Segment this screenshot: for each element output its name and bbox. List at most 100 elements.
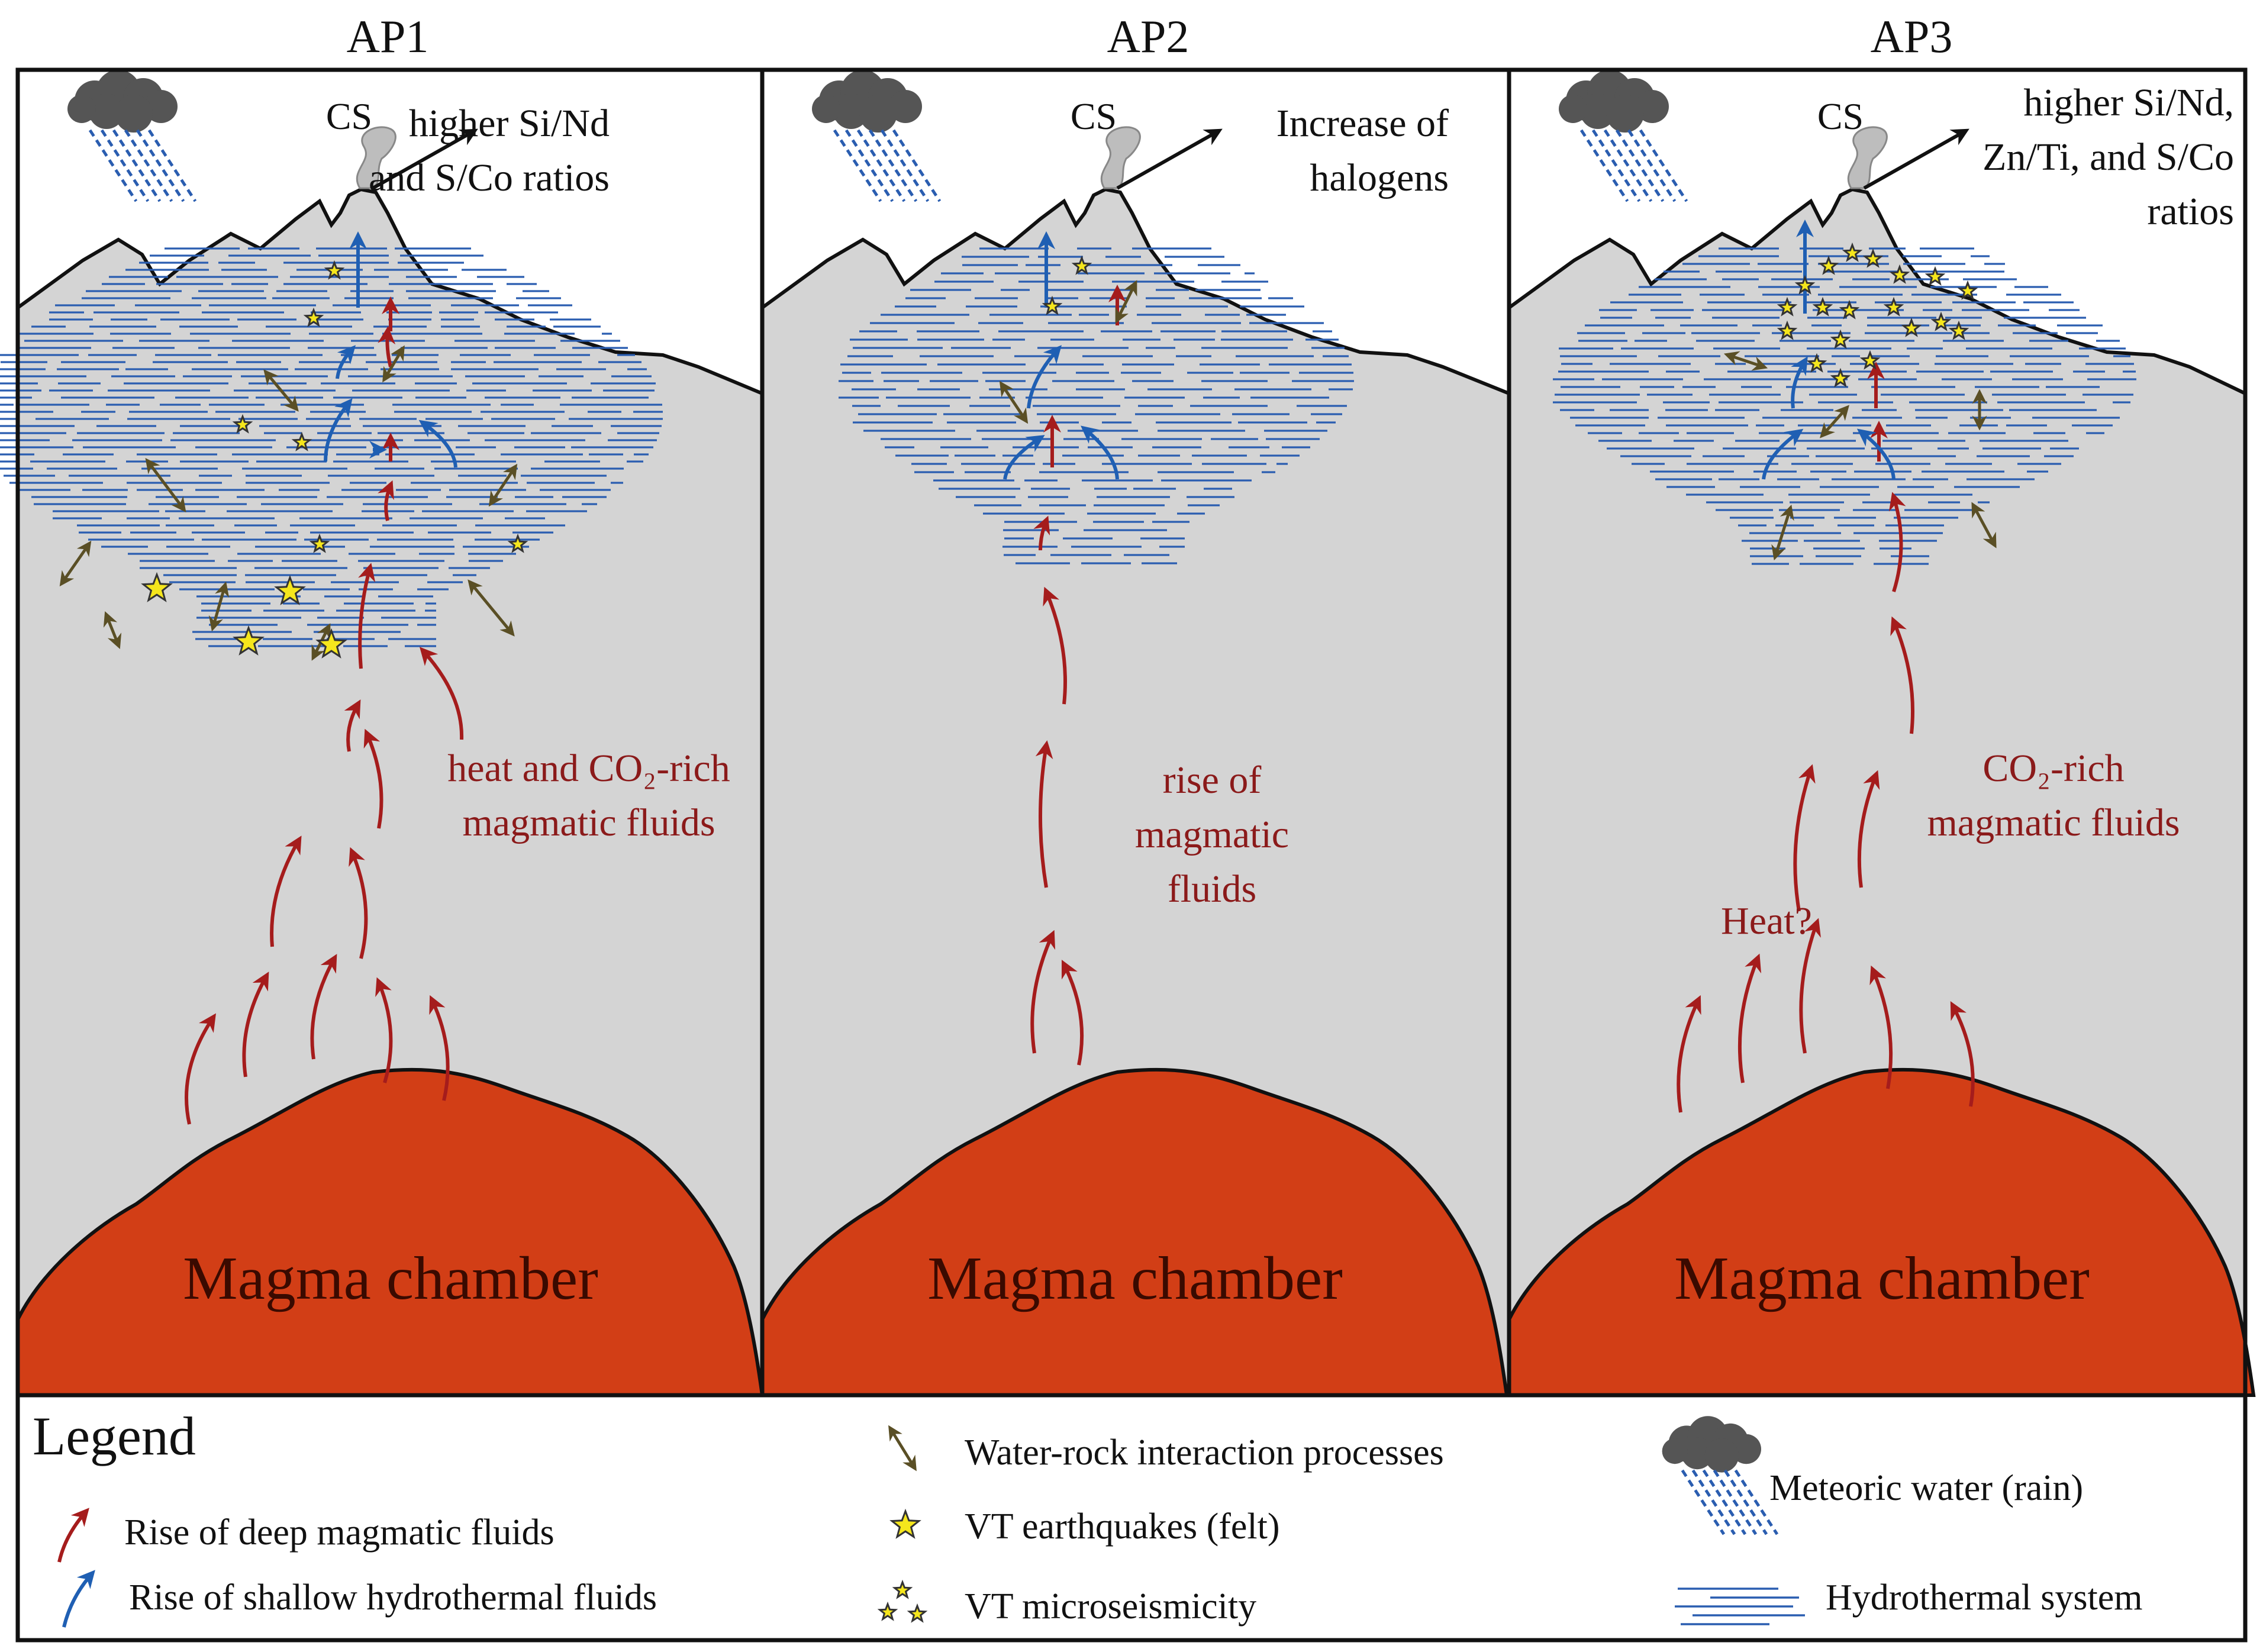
rain-streak [1702, 1469, 1747, 1535]
rain-streak [1615, 129, 1665, 202]
cloud-puff [889, 90, 922, 123]
deep-fluid-arrow [1061, 959, 1084, 1066]
deep-fluid-arrow [1857, 770, 1880, 888]
rain-streak [100, 129, 150, 202]
star-icon [1830, 367, 1851, 388]
gas-note-line: Increase of [1276, 102, 1449, 145]
cloud-puff [67, 95, 96, 123]
rain-streak [1723, 1469, 1768, 1535]
hydrothermal-lines [0, 247, 663, 647]
legend-double-arrow-icon [888, 1425, 917, 1472]
double-arrow-icon [1820, 405, 1849, 438]
cloud-puff [1731, 1434, 1761, 1464]
deep-fluid-arrow [1035, 740, 1053, 888]
double-arrow-icon [999, 380, 1029, 424]
cloud-icon [1662, 1416, 1761, 1473]
cloud-puff [833, 93, 869, 129]
double-arrow-icon [488, 463, 518, 507]
rain-streak [147, 129, 197, 202]
rain-streak [1681, 1469, 1726, 1535]
star-icon [1812, 296, 1833, 317]
rain-streak [112, 129, 162, 202]
fluid-label-line: heat and CO₂-rich [447, 747, 730, 790]
double-arrow-icon [1115, 280, 1137, 324]
cloud-puff [1606, 95, 1644, 133]
star-icon [1818, 255, 1839, 275]
rain-streak [1713, 1469, 1758, 1535]
star-icon [889, 1508, 921, 1539]
legend-deep-arrow-icon [57, 1508, 89, 1563]
star-icon [877, 1601, 898, 1621]
panel-title-ap3: AP3 [1871, 11, 1953, 62]
legend-water-rock: Water-rock interaction processes [965, 1432, 1444, 1473]
gas-note-line: higher Si/Nd [409, 102, 610, 145]
star-icon [1859, 350, 1881, 370]
deep-fluid-arrow [270, 835, 302, 947]
legend-vt-micro: VT microseismicity [965, 1586, 1256, 1627]
deep-fluid-arrow [310, 954, 337, 1060]
crust-body [1509, 189, 2245, 1395]
deep-fluid-arrow [1888, 492, 1906, 592]
deep-fluid-arrow [375, 977, 393, 1083]
cloud-puff [812, 95, 840, 123]
star-icon [1889, 264, 1910, 284]
ground-surface [761, 187, 1510, 395]
cloud-puff [1580, 93, 1616, 129]
deep-fluid-arrow [1890, 616, 1914, 734]
star-icon [274, 575, 306, 605]
double-arrow-icon [382, 345, 405, 383]
rain-streak [844, 129, 894, 202]
cs-label: CS [1817, 95, 1864, 137]
double-arrow-icon [468, 579, 515, 637]
star-icon [1930, 311, 1952, 331]
legend-shallow-arrow-icon [62, 1570, 95, 1628]
legend-cloud-icon [1662, 1416, 1779, 1535]
magma-chamber [760, 1067, 1509, 1397]
legend-box [15, 1393, 2248, 1643]
legend-meteoric: Meteoric water (rain) [1769, 1468, 2083, 1508]
deep-fluid-arrow [1799, 918, 1821, 1054]
deep-fluid-arrow [1869, 965, 1893, 1089]
rain-icon [1579, 129, 1688, 202]
cloud-puff [859, 95, 897, 133]
legend-shallow-fluids: Rise of shallow hydrothermal fluids [129, 1577, 657, 1618]
star-icon [1883, 296, 1904, 317]
rain-streak [892, 129, 942, 202]
double-arrow-icon [103, 611, 122, 649]
star-icon [1957, 280, 1978, 300]
star-icon [1806, 353, 1827, 373]
rain-streak [1591, 129, 1641, 202]
gas-arrow [1116, 128, 1223, 190]
shallow-fluid-arrow [1762, 428, 1804, 480]
deep-fluid-arrow [1043, 586, 1067, 705]
star-icon [1042, 295, 1063, 315]
shallow-fluid-arrow [1791, 356, 1808, 409]
rain-streak [1627, 129, 1677, 202]
gas-arrow [372, 128, 478, 190]
star-icon [1777, 296, 1798, 317]
cloud-puff [144, 90, 178, 123]
rain-streak [833, 129, 882, 202]
deep-fluid-arrow [358, 563, 376, 669]
rain-icon [88, 129, 197, 202]
legend-micro-stars-icon [877, 1579, 928, 1623]
rain-streak [124, 129, 173, 202]
star-icon [291, 431, 312, 451]
fluid-label-line: magmatic fluids [1927, 801, 2180, 844]
heat-label: Heat? [1721, 899, 1812, 943]
magma-chamber-label: Magma chamber [183, 1244, 598, 1312]
star-icon [1830, 329, 1851, 349]
fluid-label-line: magmatic [1135, 813, 1289, 856]
star-icon [1777, 320, 1798, 340]
fluid-label-line: fluids [1168, 867, 1256, 911]
fluid-label-line: rise of [1163, 759, 1262, 802]
ground-surface [1508, 187, 2246, 395]
deep-fluid-arrow [344, 699, 361, 752]
double-arrow-icon [263, 369, 299, 412]
fluid-label-line: magmatic fluids [462, 801, 715, 844]
legend-deep-fluids: Rise of deep magmatic fluids [124, 1512, 555, 1553]
deep-fluid-arrow [1030, 930, 1056, 1054]
